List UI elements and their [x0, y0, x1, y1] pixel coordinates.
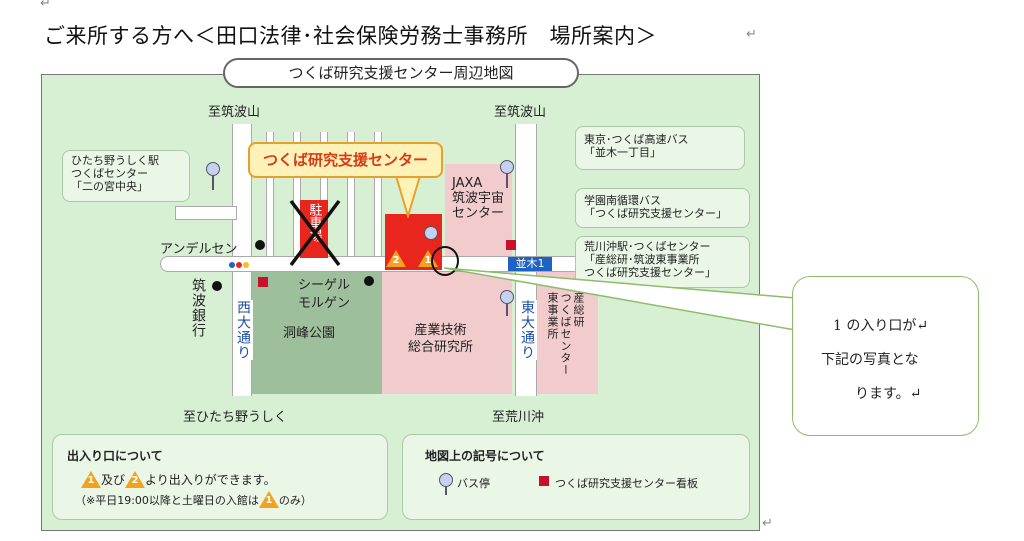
paragraph-mark: ↵	[40, 0, 51, 11]
entrance-legend-title: 出入り口について	[67, 449, 163, 463]
side-street	[347, 132, 355, 260]
entrance-number: 2	[392, 255, 400, 266]
bus-stop-icon	[500, 290, 514, 304]
jaxa-label: JAXA 筑波宇宙 センター	[452, 176, 505, 221]
bus-info-box: 学園南循環バス 「つくば研究支援センター」	[575, 188, 750, 228]
sign-marker	[506, 240, 516, 250]
higashi-odori-label: 東大通り	[517, 300, 537, 360]
dobo-park-label: 洞峰公園	[283, 326, 336, 341]
legend-text: 及び	[101, 473, 126, 487]
tsukuba-bank-label: 筑波銀行	[190, 278, 206, 338]
bus-stop-icon	[500, 160, 514, 174]
bus-stop-pole	[212, 176, 214, 190]
bus-stop-icon	[424, 226, 438, 240]
highlight-circle	[431, 246, 459, 276]
closed-x-icon	[289, 199, 341, 267]
page-heading: ご来所する方へ＜田口法律･社会保険労務士事務所 場所案内＞	[44, 24, 657, 48]
south-left-label: 至ひたち野うしく	[183, 410, 288, 425]
entrance-1-icon: 1	[81, 471, 101, 488]
bus-info-box: ひたち野うしく駅 つくばセンター 「二の宮中央」	[62, 150, 190, 202]
note-line: 下記の写真とな	[821, 352, 919, 368]
siegel-label: シーゲル	[298, 278, 351, 293]
paragraph-mark: ↵	[746, 27, 757, 42]
entrance-number: 1	[265, 495, 273, 506]
bus-stop-pole	[506, 304, 508, 316]
bus-info-box: 荒川沖駅･つくばセンター 「産総研･筑波東事業所 つくば研究支援センター」	[575, 236, 750, 288]
anderusen-marker	[255, 240, 265, 250]
namiki-sign: 並木1	[508, 257, 552, 271]
sign-legend-label: つくば研究支援センター看板	[555, 477, 698, 490]
legend-text: より出入りができます。	[145, 473, 276, 487]
note-bubble: 1 の入り口が↵ 下記の写真とな ります。↵	[792, 276, 979, 436]
anderusen-label: アンデルセン	[160, 242, 238, 257]
dobo-park-area	[252, 272, 382, 394]
paragraph-mark: ↵	[762, 516, 773, 531]
bank-marker	[212, 281, 222, 291]
siegel-marker	[364, 276, 374, 286]
entrance-legend-line2: （※平日19:00以降と土曜日の入館は 1 のみ）	[75, 491, 312, 508]
bubble-pointer	[443, 267, 796, 331]
south-right-label: 至荒川沖	[492, 410, 545, 425]
side-road	[175, 206, 237, 220]
bus-stop-icon	[206, 162, 220, 176]
side-street	[293, 132, 301, 260]
legend-text: （※平日19:00以降と土曜日の入館は	[75, 493, 259, 507]
north-right-label: 至筑波山	[494, 105, 547, 120]
map-title: つくば研究支援センター周辺地図	[223, 58, 579, 88]
entrance-legend: 出入り口について 1 及び 2 より出入りができます。 （※平日19:00以降と…	[52, 434, 388, 520]
aist-east-label: 産総研 つくばセンター 東事業所	[546, 292, 585, 376]
entrance-number: 1	[424, 255, 432, 266]
note-line: 1 の入り口が↵	[833, 318, 929, 334]
bus-dot	[229, 262, 235, 268]
bus-stop-pole	[506, 174, 508, 188]
entrance-2-icon: 2	[125, 471, 146, 488]
aist-label: 産業技術 総合研究所	[408, 323, 474, 355]
entrance-1-icon: 1	[258, 491, 279, 508]
side-street	[266, 132, 274, 260]
callout-pointer	[394, 176, 422, 218]
entrance-number: 1	[87, 475, 95, 486]
symbols-legend: 地図上の記号について バス停 つくば研究支援センター看板	[402, 434, 750, 520]
sign-marker	[258, 277, 268, 287]
bus-stop-icon	[439, 473, 453, 487]
sign-icon	[539, 476, 549, 486]
research-center-callout: つくば研究支援センター	[248, 142, 443, 178]
morgen-label: モルゲン	[298, 296, 351, 311]
side-street	[374, 132, 382, 260]
bus-stop-pole	[445, 487, 447, 495]
bus-info-box: 東京･つくば高速バス 「並木一丁目」	[575, 126, 745, 170]
legend-text: のみ）	[278, 493, 312, 507]
note-line: ります。↵	[855, 386, 922, 402]
entrance-number: 2	[131, 475, 139, 486]
entrance-2-marker: 2	[386, 250, 406, 267]
nishi-odori-label: 西大通り	[233, 300, 253, 360]
aist-area	[382, 272, 512, 394]
symbols-legend-title: 地図上の記号について	[425, 449, 545, 463]
entrance-legend-line1: 1 及び 2 より出入りができます。	[81, 471, 276, 488]
bus-stop-legend-label: バス停	[457, 477, 490, 490]
north-left-label: 至筑波山	[208, 105, 261, 120]
bus-dot	[236, 262, 242, 268]
side-street	[320, 132, 328, 260]
bus-dot	[243, 262, 249, 268]
